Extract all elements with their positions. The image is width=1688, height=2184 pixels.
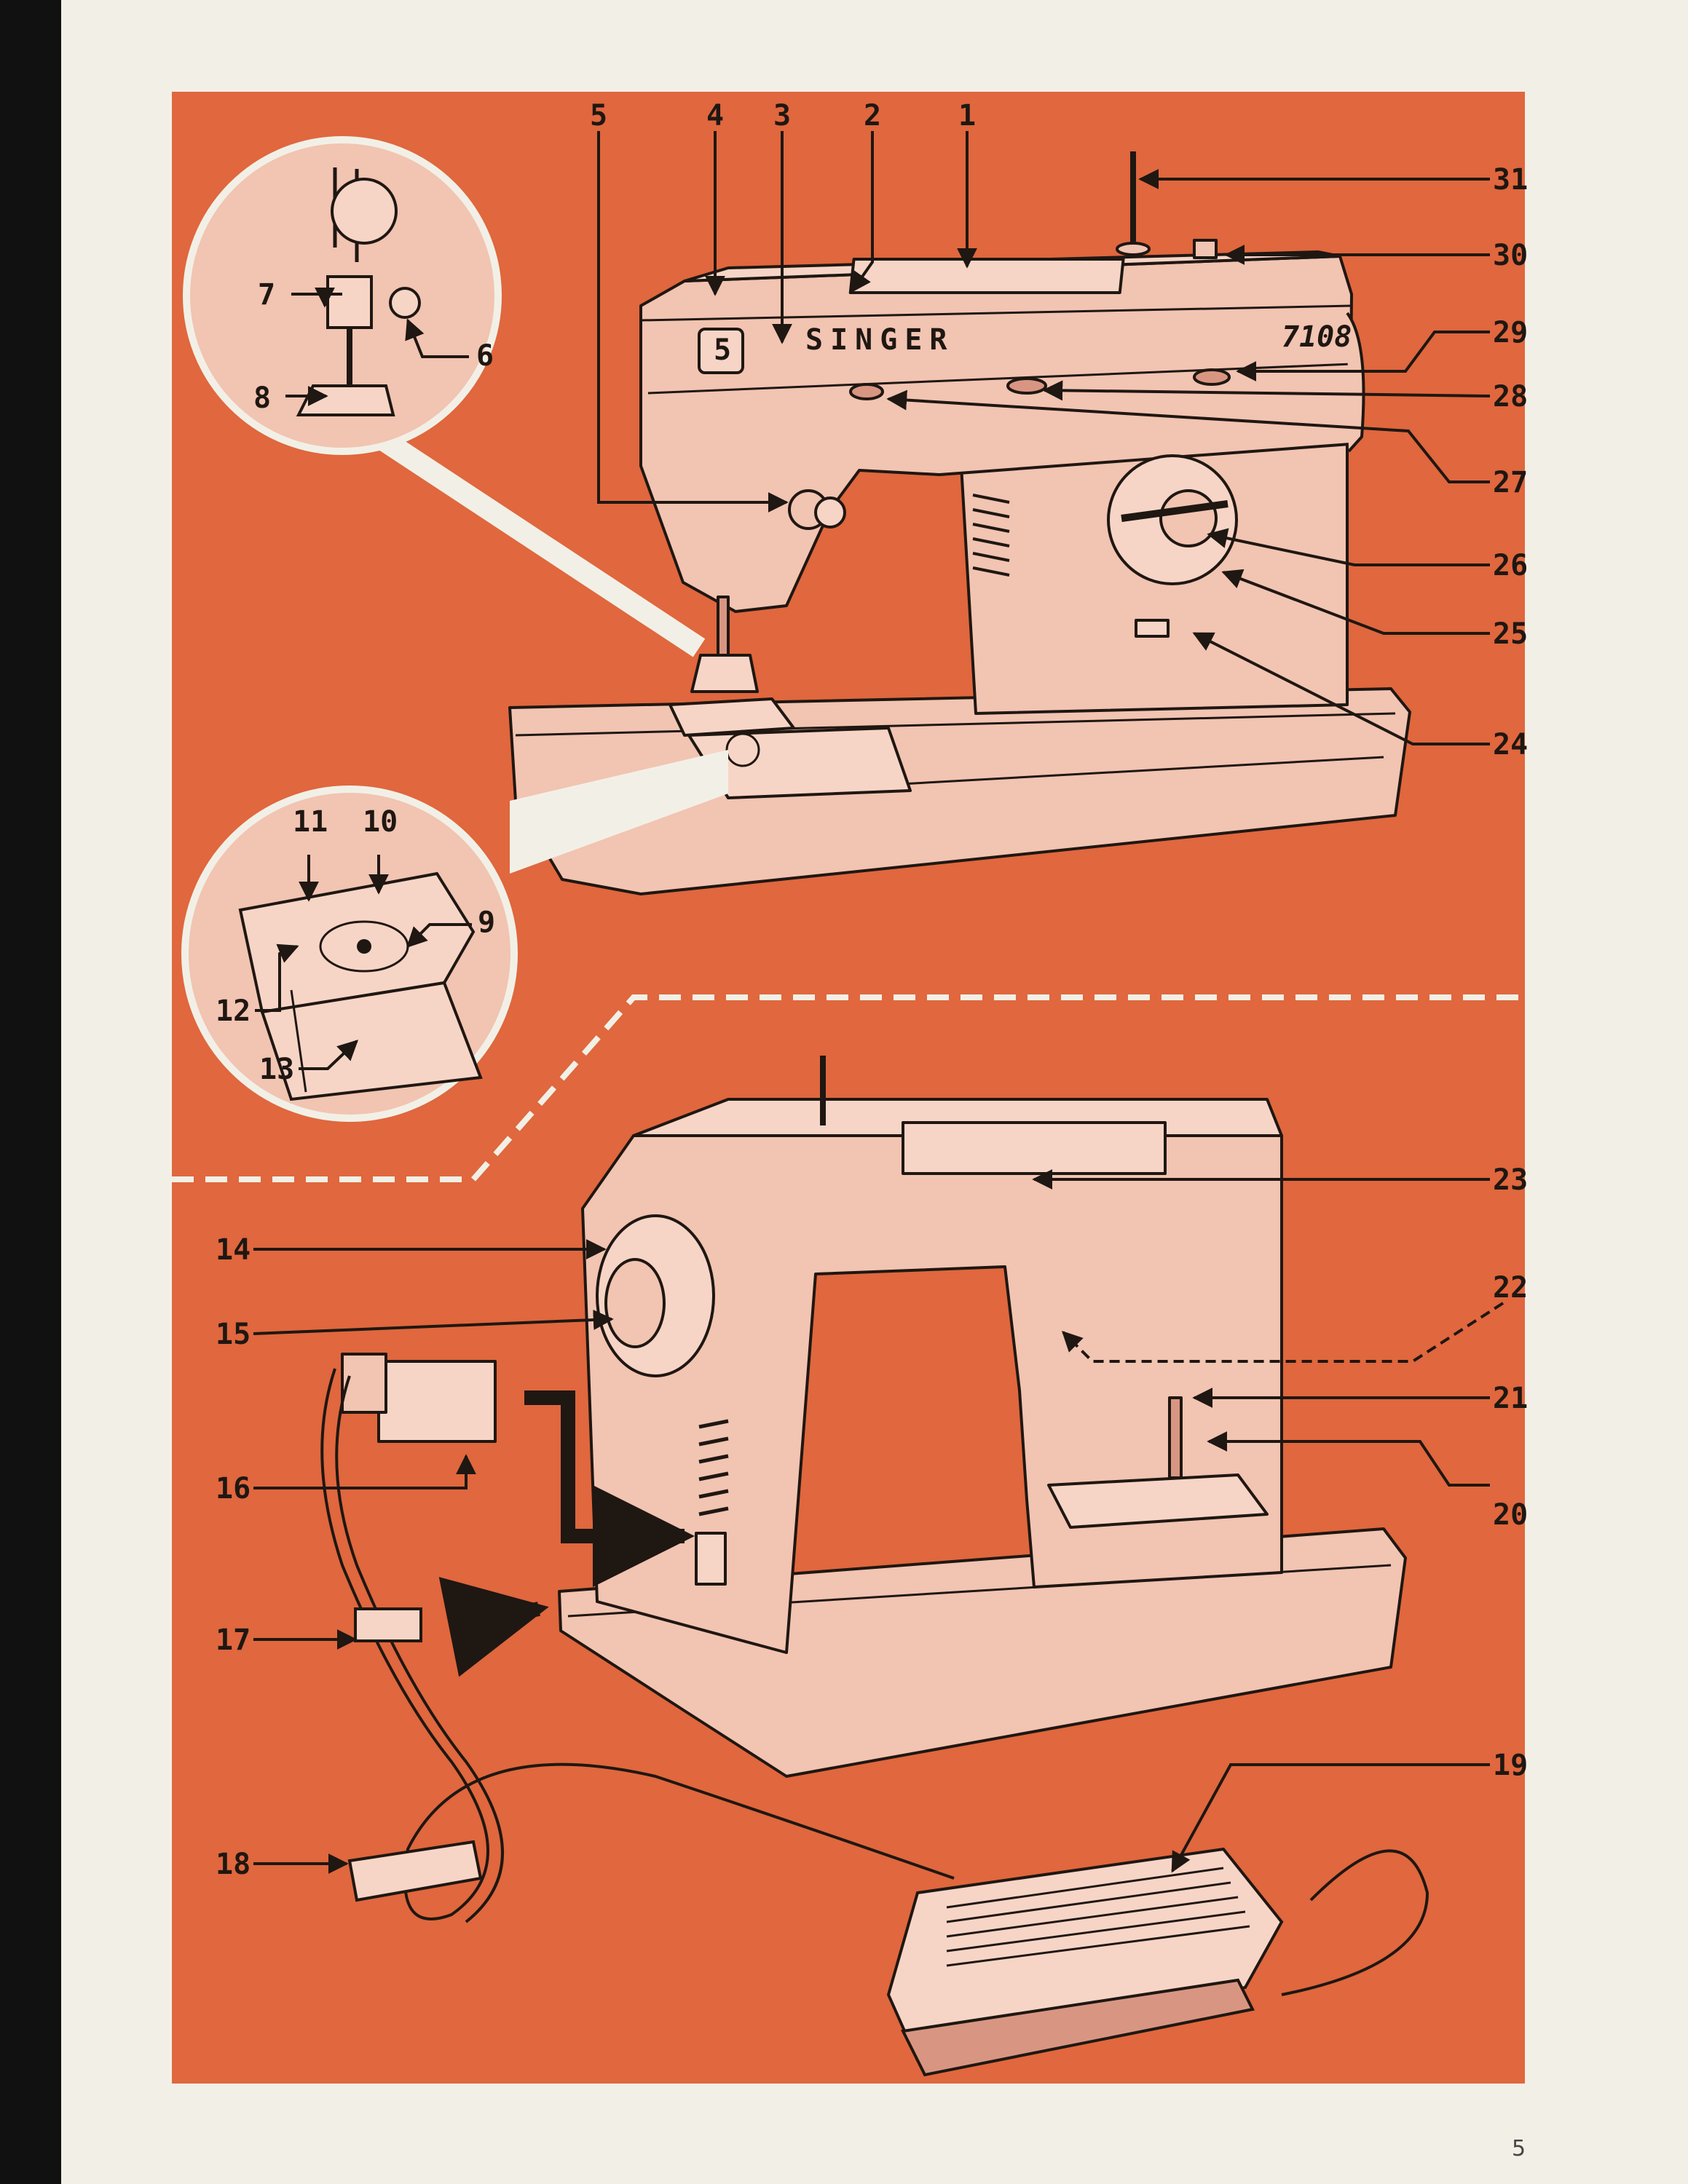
callout-8: 8: [253, 381, 271, 415]
handwheel-knob: [604, 1258, 666, 1348]
cord-clip: [354, 1607, 422, 1642]
needle-plate-front: [669, 697, 795, 737]
callout-11: 11: [293, 805, 328, 839]
callout-5: 5: [590, 99, 607, 132]
callout-7: 7: [258, 278, 275, 312]
callout-24: 24: [1493, 728, 1528, 761]
needle-bar: [717, 596, 730, 657]
rear-vent-slots: [698, 1419, 729, 1516]
foot-controller: [886, 1847, 1284, 2077]
callout-9: 9: [478, 906, 495, 939]
callout-27: 27: [1493, 466, 1528, 499]
dashed-separator: [172, 994, 1525, 1182]
callout-16: 16: [216, 1472, 251, 1506]
callout-20: 20: [1493, 1498, 1528, 1532]
brand-label: SINGER: [805, 323, 955, 357]
callout-26: 26: [1493, 549, 1528, 582]
inset-needle-plate: [181, 786, 518, 1122]
machine-plug: [377, 1360, 497, 1443]
callout-31: 31: [1493, 163, 1528, 197]
callout-10: 10: [363, 805, 398, 839]
callout-14: 14: [216, 1233, 251, 1267]
plug-insert-arrow: [524, 1390, 695, 1587]
callout-3: 3: [773, 99, 791, 132]
power-cords: [320, 1368, 1429, 1996]
callout-25: 25: [1493, 617, 1528, 651]
callout-17: 17: [216, 1623, 251, 1657]
carrying-handle: [902, 1121, 1167, 1175]
callout-2: 2: [864, 99, 881, 132]
callout-13: 13: [259, 1053, 294, 1086]
callout-numbers: 1 2 3 4 5 6 7 8 9 10 11 12 13 14 15 16 1…: [216, 99, 1528, 1881]
callout-6: 6: [476, 339, 494, 373]
pattern-badge-box: [698, 328, 744, 374]
inset-connector-foot: [372, 427, 706, 657]
wall-plug: [347, 1840, 483, 1902]
callout-1: 1: [958, 99, 976, 132]
inset-connector-plate: [510, 750, 728, 874]
leader-22: [1062, 1302, 1504, 1363]
callout-4: 4: [706, 99, 724, 132]
presser-foot-front: [690, 654, 759, 693]
pattern-badge-text: 5: [714, 333, 731, 367]
callout-30: 30: [1493, 239, 1528, 272]
callout-21: 21: [1493, 1382, 1528, 1415]
power-socket: [695, 1532, 727, 1586]
leader-lines: [253, 131, 1491, 1874]
callout-22: 22: [1493, 1271, 1528, 1305]
page-number: 5: [1512, 2136, 1526, 2161]
callout-28: 28: [1493, 380, 1528, 414]
callout-12: 12: [216, 994, 251, 1028]
front-view-machine: [508, 151, 1411, 895]
cord-insert-arrow: [438, 1577, 549, 1677]
callout-19: 19: [1493, 1749, 1528, 1782]
bobbin-winder: [1193, 239, 1218, 259]
callout-15: 15: [216, 1318, 251, 1351]
top-cover-plate-1: [848, 258, 1125, 294]
model-label: 7108: [1282, 320, 1352, 354]
callout-29: 29: [1493, 316, 1528, 349]
reverse-button: [1135, 619, 1170, 638]
callout-18: 18: [216, 1848, 251, 1881]
callout-23: 23: [1493, 1163, 1528, 1197]
vent-slots: [972, 494, 1010, 577]
pattern-dial-knob: [1159, 489, 1218, 547]
rear-view-machine: [341, 1056, 1407, 1778]
